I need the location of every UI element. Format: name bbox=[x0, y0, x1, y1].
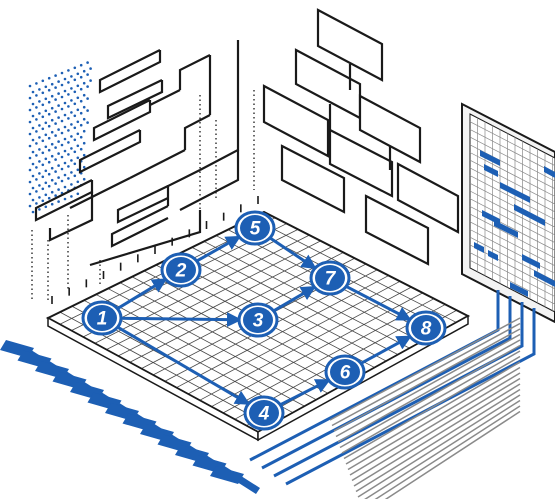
node-8-label: 8 bbox=[421, 319, 432, 340]
halftone-dots-decoration bbox=[28, 61, 92, 214]
edge-6-to-8 bbox=[359, 335, 412, 366]
node-5: 5 bbox=[234, 210, 276, 246]
node-7: 7 bbox=[309, 260, 351, 296]
edge-1-to-3 bbox=[118, 312, 243, 328]
node-8: 8 bbox=[405, 310, 447, 346]
node-2-label: 2 bbox=[175, 261, 187, 282]
node-1: 1 bbox=[81, 300, 123, 336]
node-3: 3 bbox=[237, 302, 279, 338]
edge-1-to-4 bbox=[115, 325, 251, 405]
node-6-label: 6 bbox=[340, 363, 351, 384]
node-4: 4 bbox=[243, 395, 285, 431]
network-nodes: 1 2 3 4 5 6 7 8 bbox=[81, 210, 447, 431]
node-4-label: 4 bbox=[258, 404, 270, 425]
node-7-label: 7 bbox=[325, 269, 337, 290]
tree-diagram-panel bbox=[34, 40, 240, 267]
edge-5-to-7 bbox=[268, 236, 317, 270]
grey-strand-lines bbox=[329, 317, 521, 499]
node-5-label: 5 bbox=[250, 219, 261, 240]
edge-2-to-5 bbox=[195, 235, 242, 263]
gantt-chart-panel bbox=[249, 102, 555, 486]
edge-3-to-7 bbox=[271, 286, 317, 313]
node-2: 2 bbox=[160, 252, 202, 288]
node-6: 6 bbox=[324, 354, 366, 390]
gantt-bars bbox=[474, 150, 555, 297]
block-diagram-panel bbox=[262, 8, 460, 266]
tree-guide-lines bbox=[31, 90, 255, 302]
blue-chevron-stripes bbox=[0, 340, 260, 494]
edge-4-to-6 bbox=[278, 379, 331, 407]
edge-1-to-2 bbox=[115, 278, 168, 311]
network-edges bbox=[115, 235, 412, 407]
node-1-label: 1 bbox=[97, 309, 108, 330]
edge-7-to-8 bbox=[344, 284, 412, 321]
node-3-label: 3 bbox=[253, 311, 264, 332]
floor-edge-ticks bbox=[51, 196, 259, 304]
